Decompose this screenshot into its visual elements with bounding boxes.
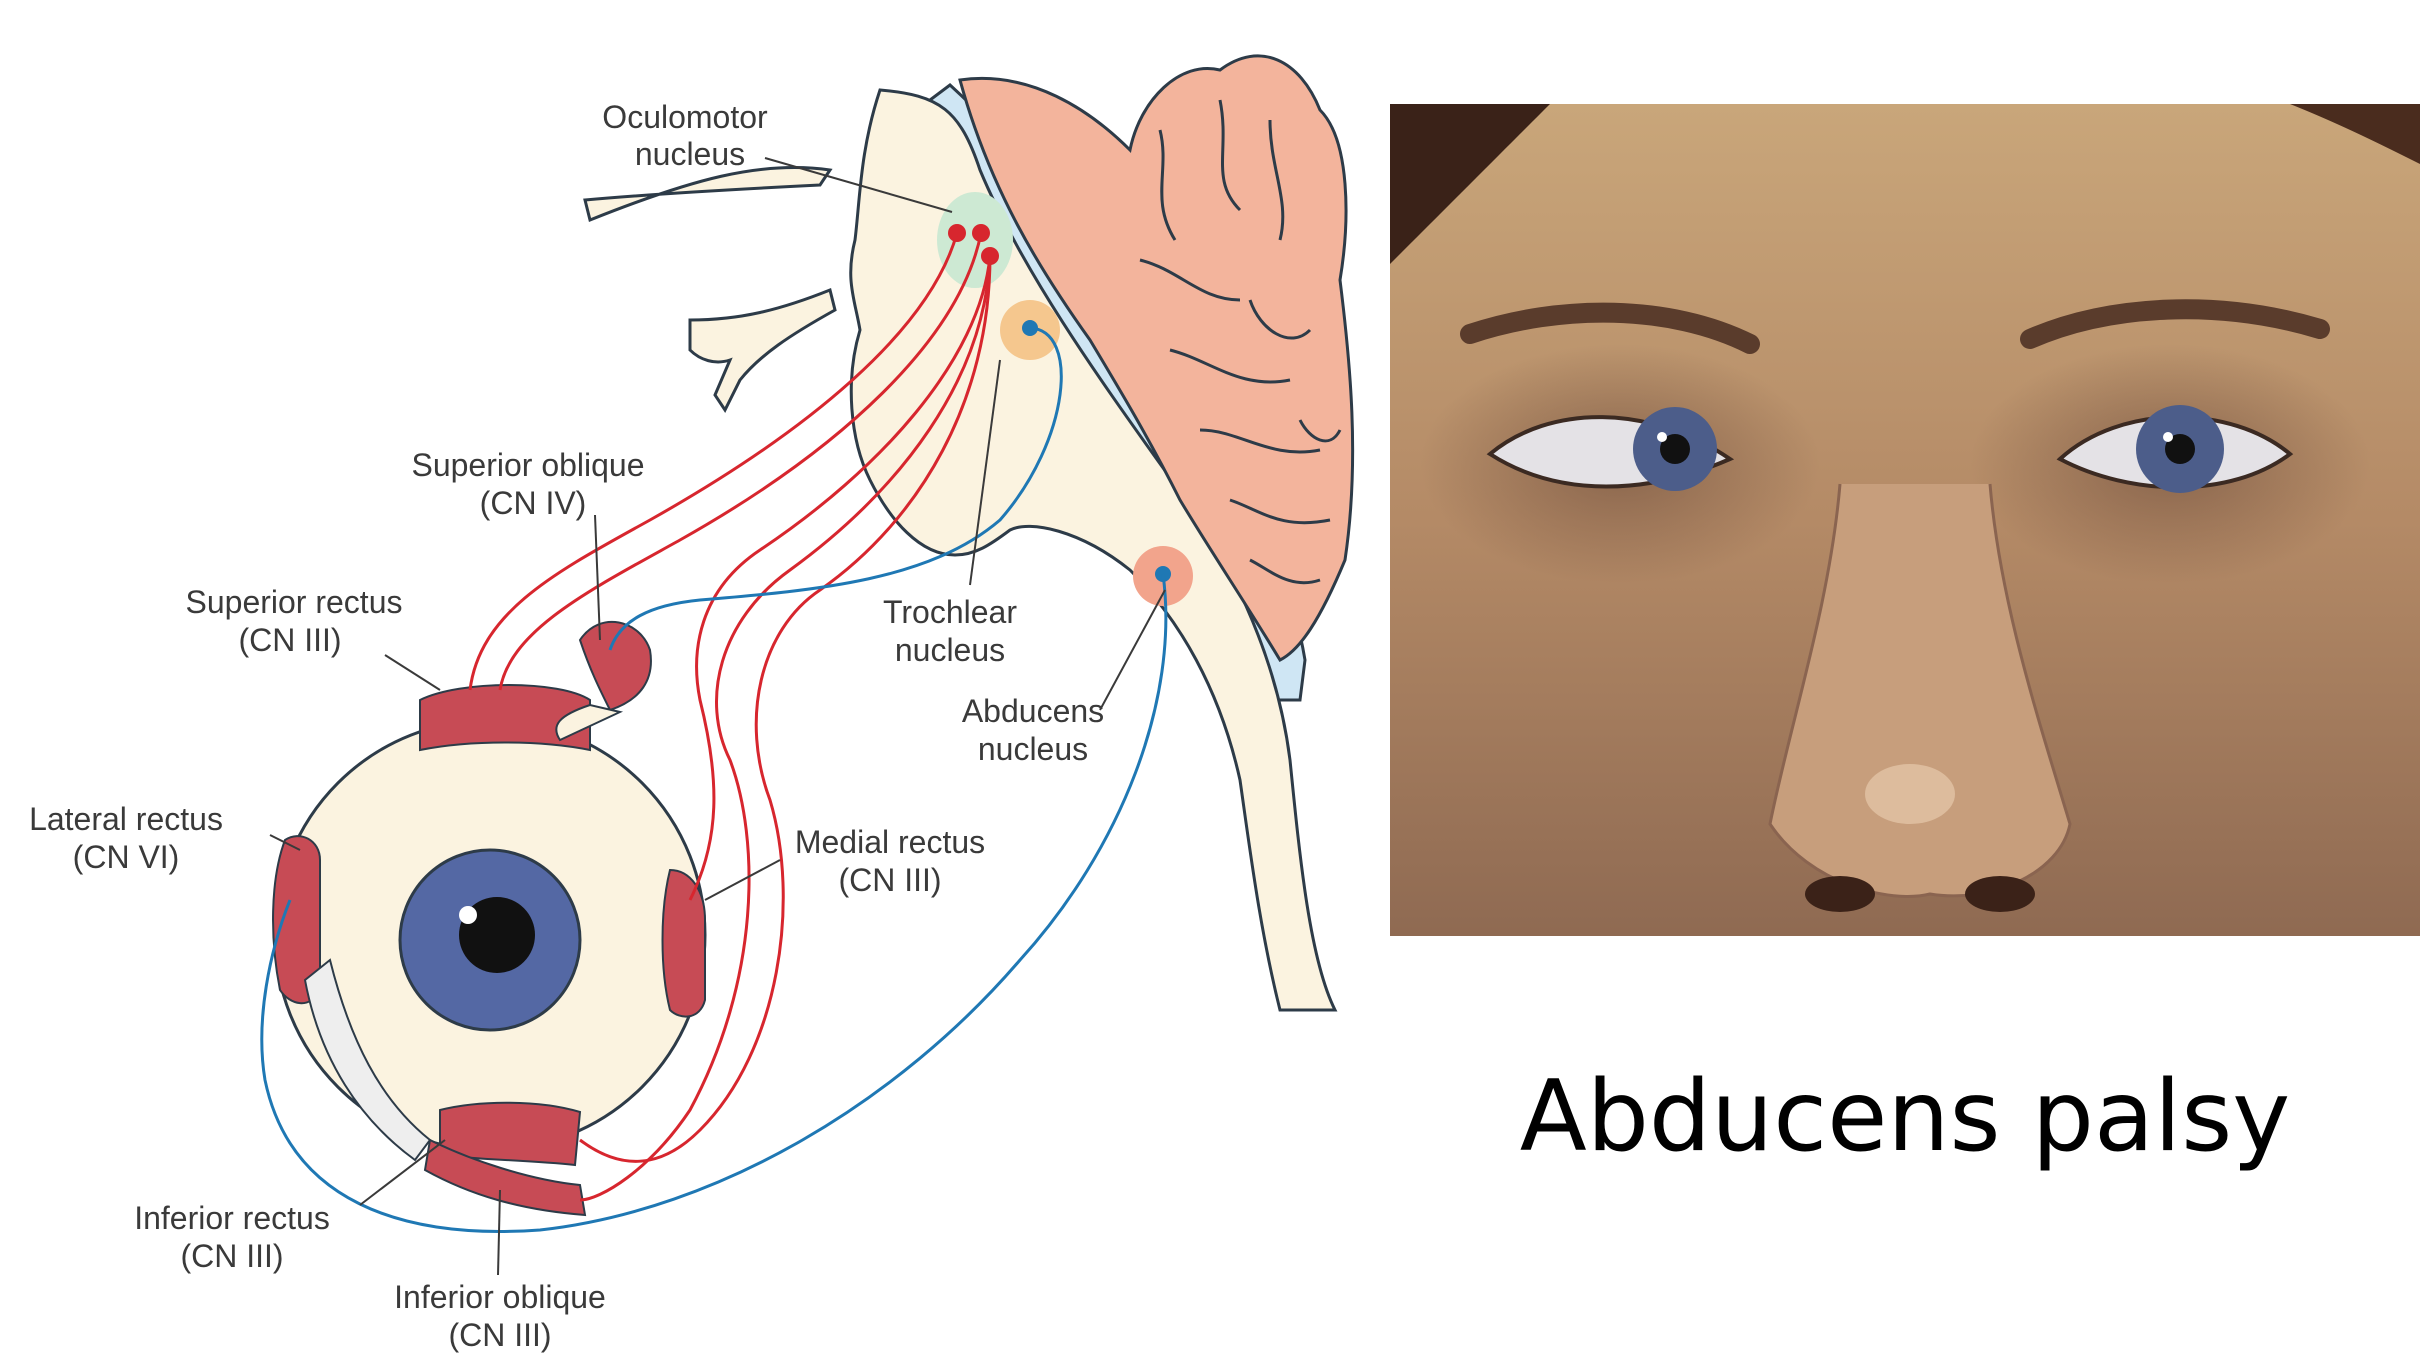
label-superior-rectus: Superior rectus (CN III) bbox=[186, 584, 403, 658]
oculomotor-nerve-fibers bbox=[468, 232, 992, 1202]
leader-lines bbox=[269, 157, 1166, 1276]
label-line: (CN IV) bbox=[480, 485, 587, 521]
label-line: (CN III) bbox=[838, 862, 941, 898]
label-line: nucleus bbox=[635, 136, 745, 172]
hair bbox=[1390, 104, 1550, 264]
label-line: Lateral rectus bbox=[29, 801, 223, 837]
label-line: Superior rectus bbox=[186, 584, 403, 620]
patient-face-photo bbox=[1390, 104, 2420, 936]
left-eye-glint bbox=[1657, 432, 1667, 442]
hair-right bbox=[2290, 104, 2420, 164]
label-line: Oculomotor bbox=[602, 99, 768, 135]
label-line: (CN VI) bbox=[73, 839, 180, 875]
label-line: nucleus bbox=[978, 731, 1088, 767]
trochlear-abducens-fibers bbox=[260, 326, 1168, 1233]
superior-oblique-muscle bbox=[578, 621, 652, 712]
label-line: (CN III) bbox=[180, 1238, 283, 1274]
caption: Abducens palsy bbox=[1519, 1060, 2291, 1174]
label-line: Abducens bbox=[962, 693, 1104, 729]
label-line: Trochlear bbox=[883, 594, 1017, 630]
label-oculomotor-nucleus: Oculomotor nucleus bbox=[602, 99, 768, 172]
label-line: Inferior oblique bbox=[394, 1279, 606, 1315]
label-inferior-oblique: Inferior oblique (CN III) bbox=[394, 1279, 606, 1353]
label-line: Inferior rectus bbox=[134, 1200, 330, 1236]
optic-nerve bbox=[303, 958, 432, 1162]
pupil bbox=[459, 897, 535, 973]
superior-oblique-tendon bbox=[555, 703, 624, 742]
right-nostril bbox=[1965, 876, 2035, 912]
label-lateral-rectus: Lateral rectus (CN VI) bbox=[29, 801, 223, 875]
label-line: nucleus bbox=[895, 632, 1005, 668]
nose bbox=[1768, 483, 2072, 898]
label-medial-rectus: Medial rectus (CN III) bbox=[795, 824, 985, 898]
label-abducens-nucleus: Abducens nucleus bbox=[962, 693, 1104, 767]
label-line: Medial rectus bbox=[795, 824, 985, 860]
cranial-nerve-diagram: Oculomotor nucleus Superior oblique (CN … bbox=[29, 54, 1355, 1353]
label-inferior-rectus: Inferior rectus (CN III) bbox=[134, 1200, 330, 1274]
optic-root-branch bbox=[688, 287, 837, 413]
medial-rectus-muscle bbox=[661, 868, 706, 1018]
inferior-oblique-muscle bbox=[423, 1138, 587, 1217]
right-eye-glint bbox=[2163, 432, 2173, 442]
cerebellar-folia bbox=[1139, 99, 1342, 585]
label-line: (CN III) bbox=[238, 622, 341, 658]
face-illustration bbox=[1390, 104, 2420, 936]
label-line: Superior oblique bbox=[411, 447, 644, 483]
nose-tip-highlight bbox=[1865, 764, 1955, 824]
oculomotor-root bbox=[583, 165, 833, 223]
oculomotor-nucleus-halo bbox=[937, 192, 1013, 288]
lateral-rectus-muscle bbox=[272, 835, 321, 1005]
left-pupil bbox=[1660, 434, 1690, 464]
label-superior-oblique: Superior oblique (CN IV) bbox=[411, 447, 644, 521]
right-eyebrow bbox=[2020, 299, 2330, 349]
superior-rectus-muscle bbox=[419, 684, 591, 752]
label-line: (CN III) bbox=[448, 1317, 551, 1353]
left-eyebrow bbox=[1460, 302, 1760, 354]
right-pupil bbox=[2165, 434, 2195, 464]
label-trochlear-nucleus: Trochlear nucleus bbox=[883, 594, 1017, 668]
left-nostril bbox=[1805, 876, 1875, 912]
pupil-highlight bbox=[459, 906, 477, 924]
